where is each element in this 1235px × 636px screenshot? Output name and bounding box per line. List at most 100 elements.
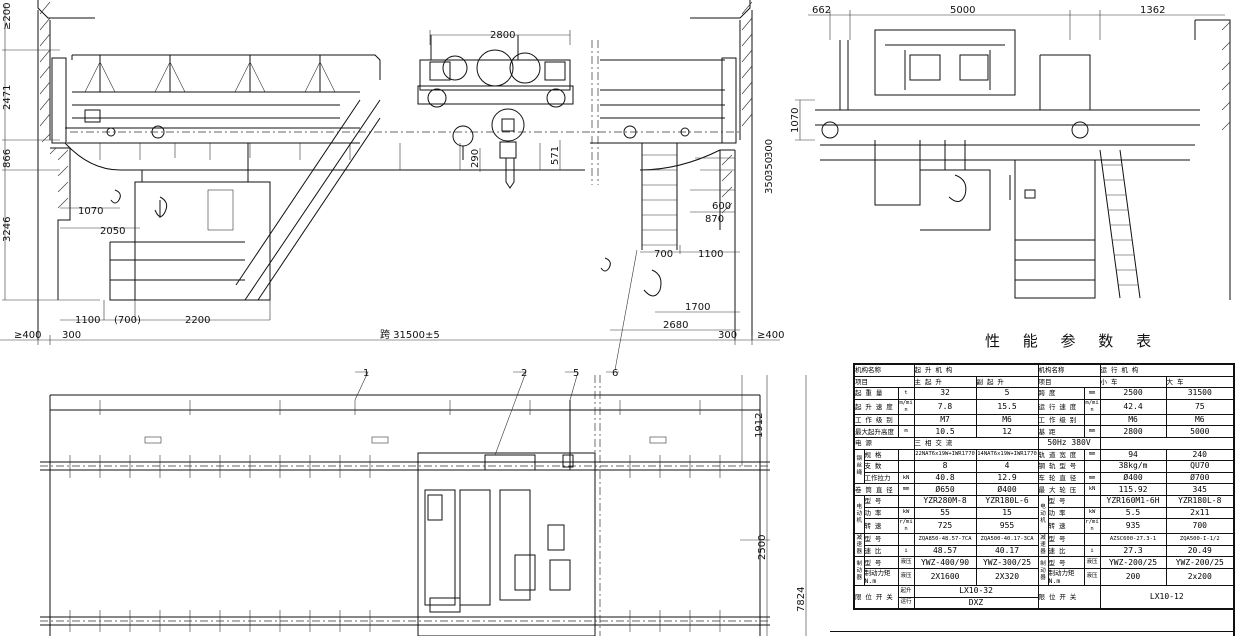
value-trolley: M6 xyxy=(1099,413,1167,427)
dim-870: 870 xyxy=(705,214,724,225)
row-unit xyxy=(897,460,915,473)
left-end-carriage xyxy=(51,57,67,144)
row-group: 钢丝绳 xyxy=(853,448,865,485)
span-dimension: 跨 31500±5 xyxy=(380,329,440,341)
value-aux-hoist: 15.5 xyxy=(975,398,1039,415)
value-main-hoist: 22NAT6x19W+IWR1770 xyxy=(913,448,977,462)
header-item-right: 项目 xyxy=(1037,375,1101,389)
dim-600: 600 xyxy=(712,201,731,212)
dim-1912: 1912 xyxy=(754,413,765,438)
value-bridge: QU70 xyxy=(1165,460,1235,473)
row-unit-right xyxy=(1083,413,1101,427)
dim-min-400-left: ≥400 xyxy=(14,330,41,341)
value-trolley: AZSC600-27.3-1 xyxy=(1099,533,1167,546)
value-aux-hoist: 12 xyxy=(975,425,1039,438)
dim-300-left: 300 xyxy=(62,330,81,341)
value-bridge: 345 xyxy=(1165,483,1235,496)
value-trolley: 27.3 xyxy=(1099,544,1167,558)
row-unit-right xyxy=(1083,494,1101,508)
row-unit-right: mm xyxy=(1083,425,1101,438)
row-label: 电 源 xyxy=(853,436,915,450)
row-unit xyxy=(897,413,915,427)
row-group-right: 制动器 xyxy=(1037,556,1049,586)
side-cabin xyxy=(1014,160,1096,299)
row-label-right: 轨 道 宽 度 xyxy=(1037,448,1085,462)
row-unit-right: mm xyxy=(1083,387,1101,400)
value-bridge: 31500 xyxy=(1165,387,1235,400)
value-aux-hoist: 40.17 xyxy=(975,544,1039,558)
row-unit-right: i xyxy=(1083,544,1101,558)
row-unit xyxy=(897,448,915,462)
operator-cabin xyxy=(109,143,271,301)
header-travel: 运 行 机 构 xyxy=(1099,363,1235,377)
dim-866: 866 xyxy=(2,149,13,168)
value-bridge: 2x200 xyxy=(1165,567,1235,586)
table-header-row: 项目主 起 升副 起 升项目小 车大 车 xyxy=(853,375,1235,389)
dim-2471: 2471 xyxy=(2,85,13,110)
callout-5: 5 xyxy=(573,368,579,379)
ladder xyxy=(641,143,678,250)
row-group-right: 电动机 xyxy=(1037,494,1049,535)
row-label-right: 车 轮 直 径 xyxy=(1037,471,1085,485)
value-main-hoist: 7.8 xyxy=(913,398,977,415)
value-bridge: YZR180L-8 xyxy=(1165,494,1235,508)
dim-700-paren: (700) xyxy=(114,315,141,326)
row-unit-right: 液压 xyxy=(1083,567,1101,586)
value-main-hoist: ZQA850-48.57-7CA xyxy=(913,533,977,546)
right-end-carriage xyxy=(721,57,737,144)
power-spec: 50Hz 380V xyxy=(1037,436,1101,450)
row-unit-right: mm xyxy=(1083,471,1101,485)
row-label: 支 数 xyxy=(863,460,899,473)
row-label-right: 跨 度 xyxy=(1037,387,1085,400)
header-corner-right: 机构名称 xyxy=(1037,363,1101,377)
header-item-left: 项目 xyxy=(853,375,915,389)
callout-1: 1 xyxy=(363,368,369,379)
dim-290: 290 xyxy=(470,149,481,168)
value-aux-hoist: 12.9 xyxy=(975,471,1039,485)
value-aux-hoist: YZR180L-6 xyxy=(975,494,1039,508)
row-label-right: 基 距 xyxy=(1037,425,1085,438)
row-unit xyxy=(897,533,915,546)
row-label-right: 钢 轨 型 号 xyxy=(1037,460,1085,473)
value-aux-hoist: 15 xyxy=(975,506,1039,520)
row-label-right: 最 大 轮 压 xyxy=(1037,483,1085,496)
row-label-right: 功 率 xyxy=(1047,506,1085,520)
dim-2050: 2050 xyxy=(100,226,125,237)
trolley-side xyxy=(874,29,1016,96)
row-label: 型 号 xyxy=(863,556,899,569)
value-aux-hoist: Ø400 xyxy=(975,483,1039,496)
value-bridge: 5000 xyxy=(1165,425,1235,438)
trolley xyxy=(417,35,574,189)
value-bridge: 240 xyxy=(1165,448,1235,462)
row-label: 限 位 开 关 xyxy=(853,584,899,610)
row-unit: r/min xyxy=(897,518,915,535)
dim-300-bottom-right: 300 xyxy=(718,330,737,341)
row-unit-right: kN xyxy=(1083,483,1101,496)
row-label: 功 率 xyxy=(863,506,899,520)
dim-571: 571 xyxy=(550,146,561,165)
value-aux-hoist: ZQA500-40.17-3CA xyxy=(975,533,1039,546)
value-bridge: YWZ-200/25 xyxy=(1165,556,1235,569)
dim-350-b: 350 xyxy=(764,175,775,194)
row-unit: 液压 xyxy=(897,556,915,569)
value-bridge: 2x11 xyxy=(1165,506,1235,520)
row-label: 起 重 量 xyxy=(853,387,899,400)
value-trolley: 5.5 xyxy=(1099,506,1167,520)
dim-5000: 5000 xyxy=(950,5,975,16)
value-trolley: 935 xyxy=(1099,518,1167,535)
value-main-hoist: 55 xyxy=(913,506,977,520)
header-trolley: 小 车 xyxy=(1099,375,1167,389)
row-unit: m xyxy=(897,425,915,438)
performance-table-title: 性 能 参 数 表 xyxy=(985,332,1161,350)
value-aux-hoist: 2X320 xyxy=(975,567,1039,586)
value-trolley: 42.4 xyxy=(1099,398,1167,415)
dim-1070: 1070 xyxy=(78,206,103,217)
